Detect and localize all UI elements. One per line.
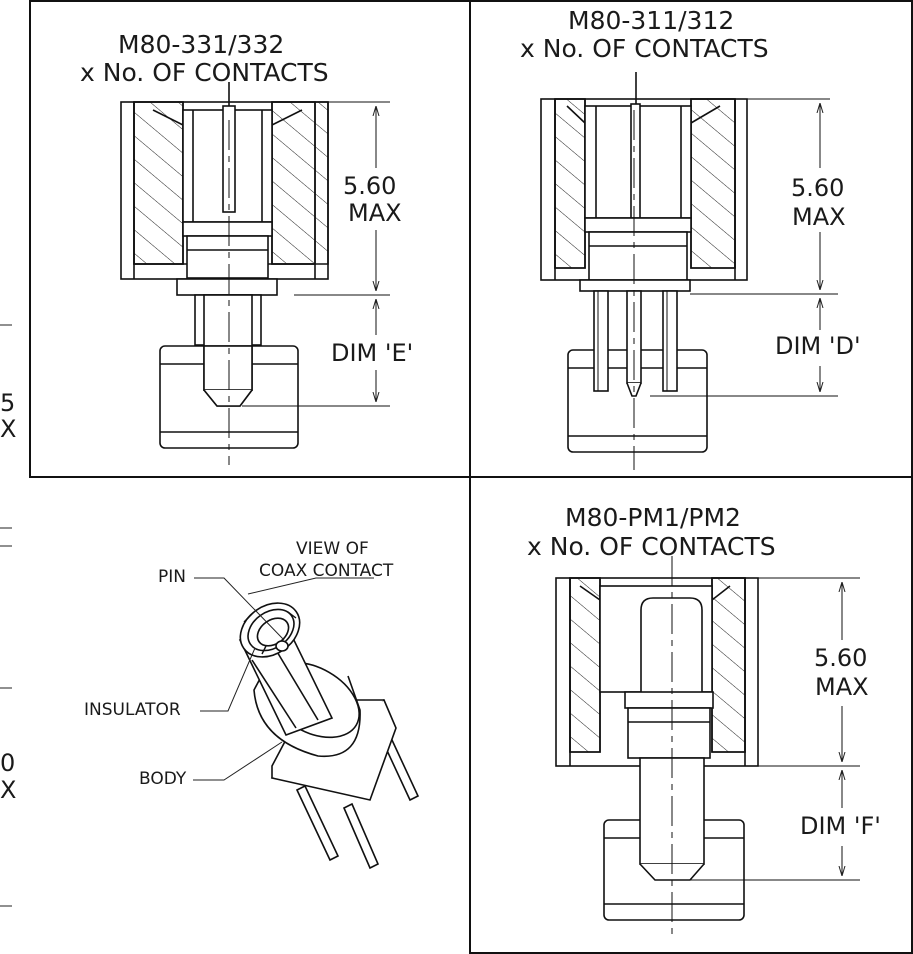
view-title-line2: COAX CONTACT: [259, 561, 394, 581]
tr-height-value: 5.60: [791, 174, 845, 202]
tr-subtitle: x No. OF CONTACTS: [520, 34, 769, 63]
tl-height-unit: MAX: [348, 199, 402, 227]
connector-m80-311-drawing: [540, 72, 838, 470]
coax-contact-isometric-drawing: [238, 602, 420, 870]
br-dim-label: DIM 'F': [800, 812, 881, 840]
tl-dim-label: DIM 'E': [331, 339, 414, 367]
tr-height-unit: MAX: [792, 203, 846, 231]
connector-m80-331-drawing: [120, 82, 390, 465]
panel-frames: [29, 0, 913, 954]
edge-lower-digit: 0: [0, 749, 16, 777]
left-edge-dimension-lines: [0, 324, 12, 907]
tl-height-value: 5.60: [343, 172, 397, 200]
view-title-line1: VIEW OF: [296, 539, 369, 559]
callout-insulator: INSULATOR: [84, 700, 181, 720]
edge-upper-digit: 5: [0, 389, 16, 417]
tl-subtitle: x No. OF CONTACTS: [80, 58, 329, 87]
br-subtitle: x No. OF CONTACTS: [527, 532, 776, 561]
tr-part-number: M80-311/312: [568, 6, 735, 35]
br-part-number: M80-PM1/PM2: [565, 503, 741, 532]
callout-pin: PIN: [158, 567, 186, 587]
br-height-value: 5.60: [814, 644, 868, 672]
tr-dim-label: DIM 'D': [775, 332, 861, 360]
edge-upper-unit: X: [0, 415, 17, 443]
edge-lower-unit: X: [0, 776, 17, 804]
callout-body: BODY: [139, 769, 187, 789]
tl-part-number: M80-331/332: [118, 30, 285, 59]
br-height-unit: MAX: [815, 673, 869, 701]
callout-leaders: [193, 577, 374, 781]
connector-m80-pm1-drawing: [555, 556, 860, 940]
